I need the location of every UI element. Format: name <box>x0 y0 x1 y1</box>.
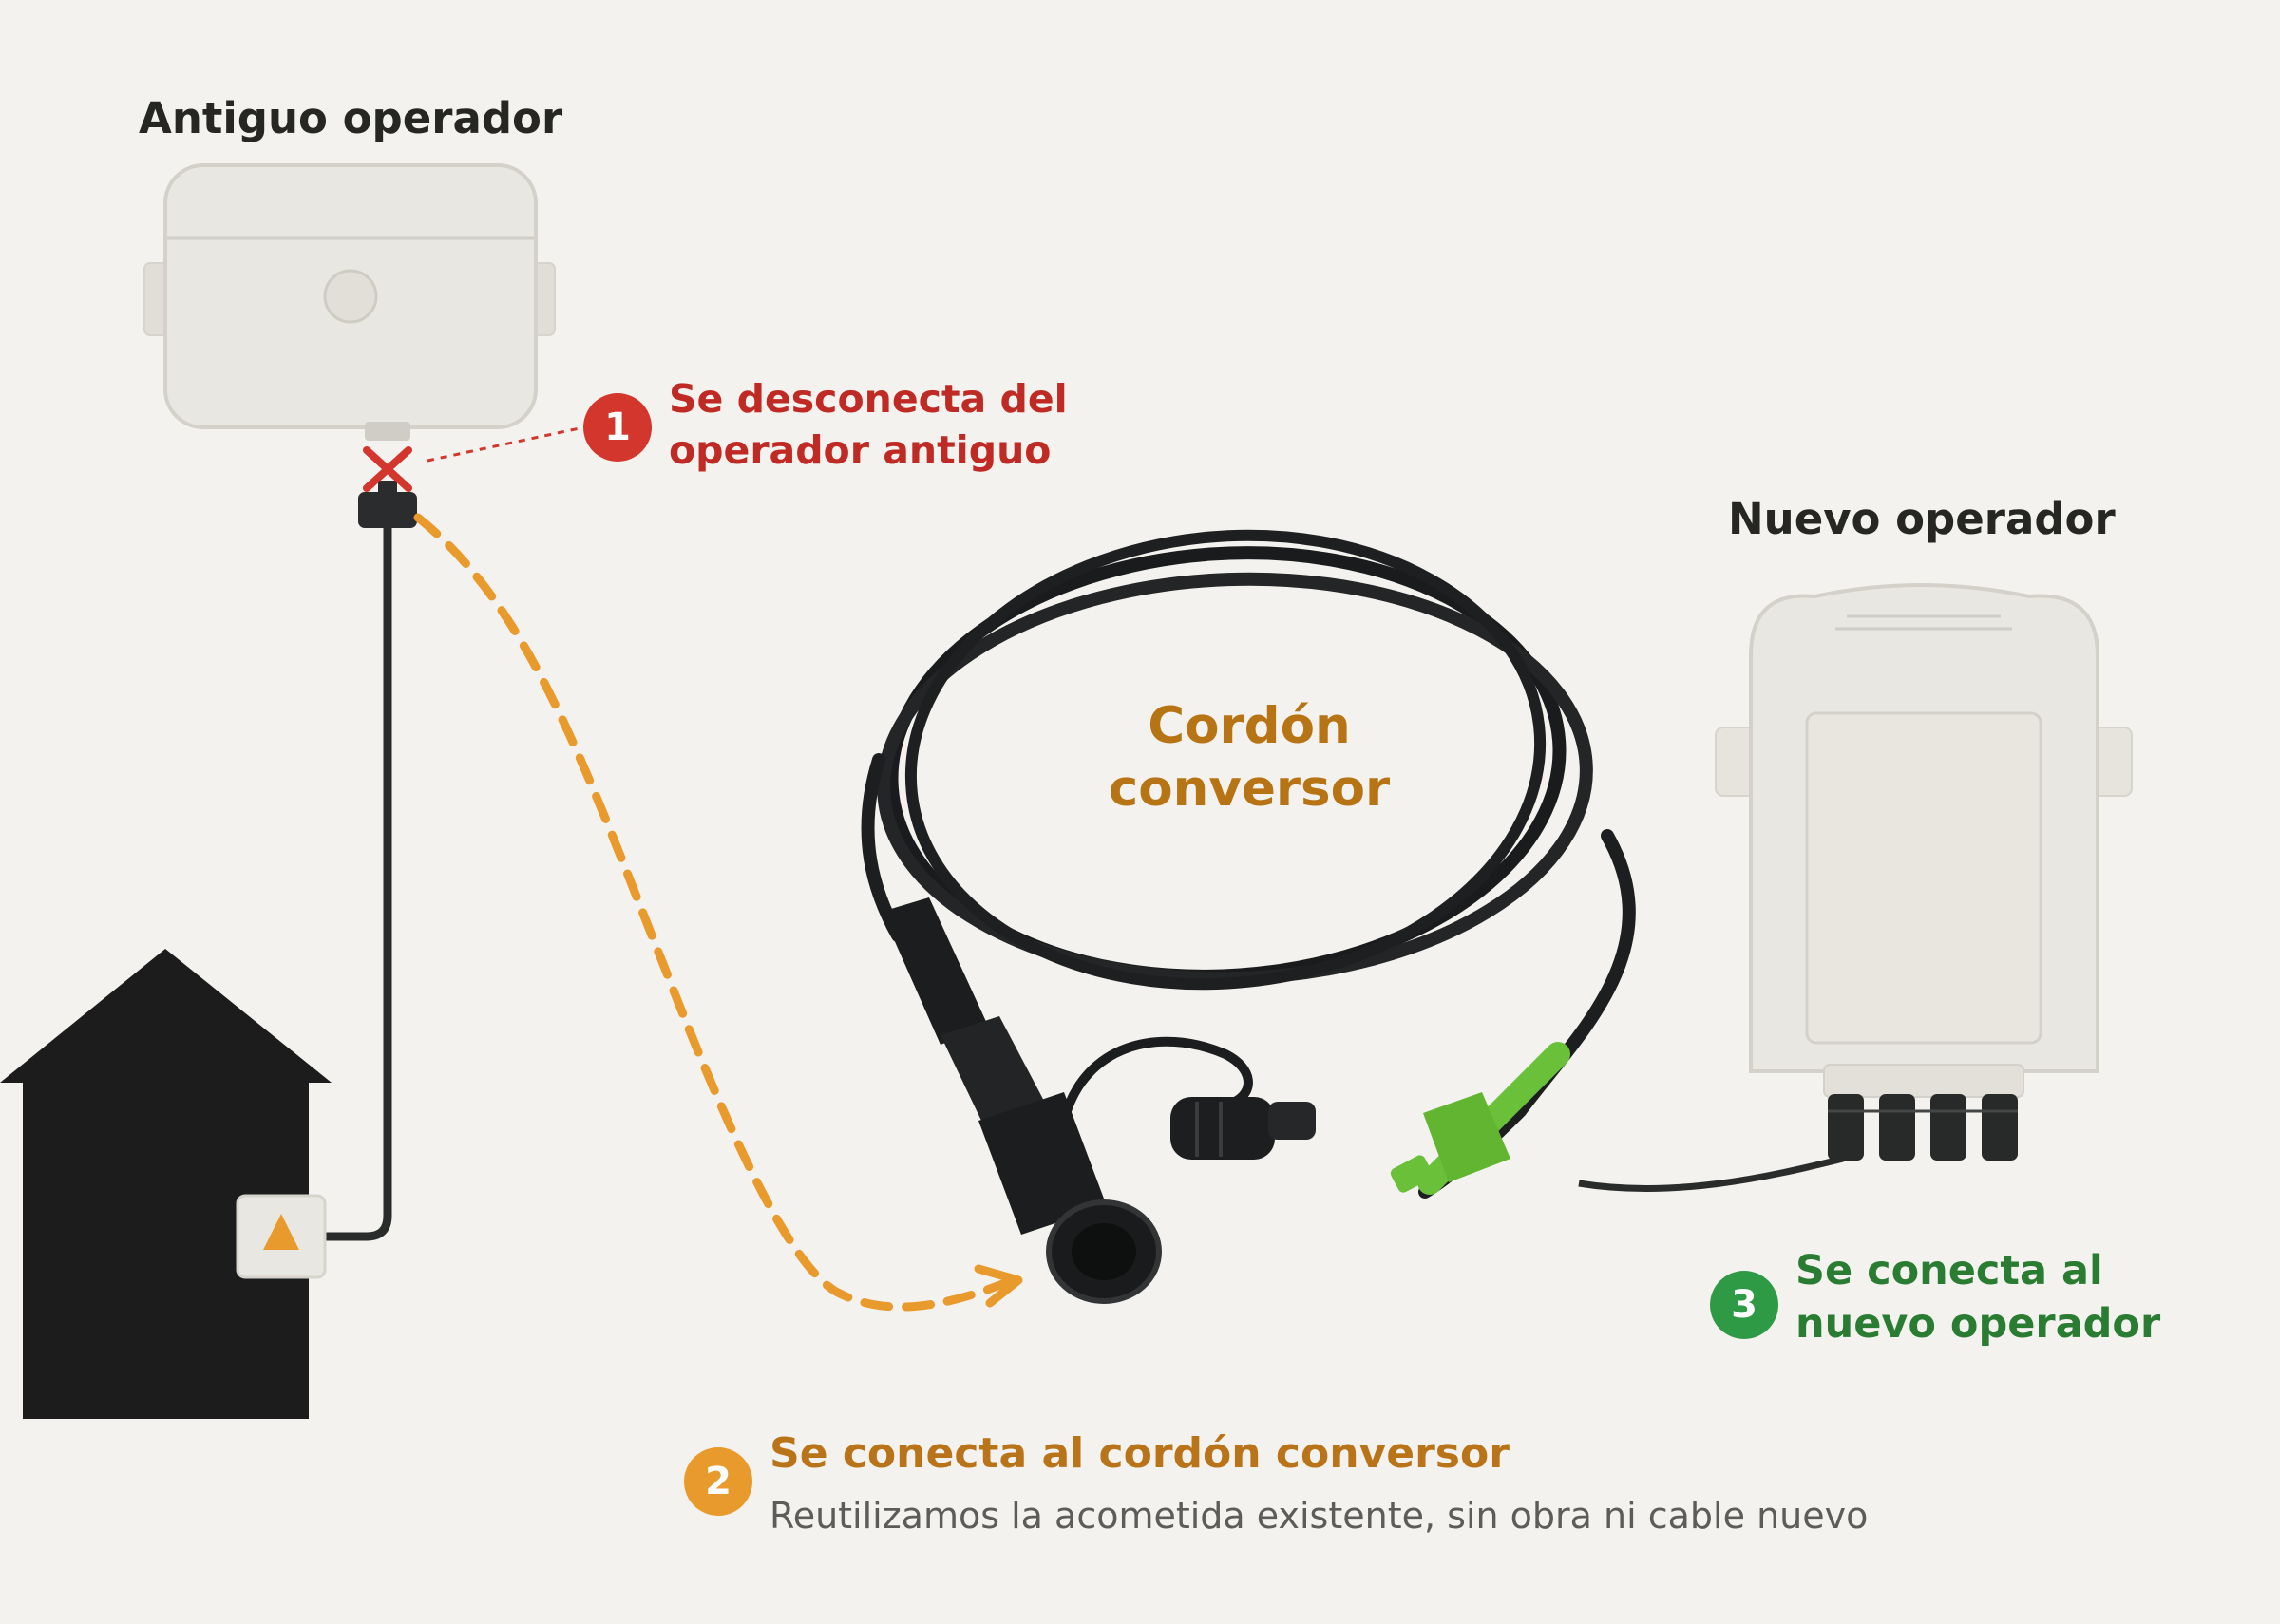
new-operator-ports <box>1828 1094 2018 1161</box>
fiber-connector-icon <box>358 481 417 528</box>
step3-badge: 3 <box>1710 1271 1778 1339</box>
step3-text: Se conecta al nuevo operador <box>1796 1244 2160 1350</box>
step1-badge: 1 <box>583 393 652 462</box>
dust-cap-icon <box>1170 1097 1316 1160</box>
disconnect-x-icon <box>363 446 412 492</box>
old-operator-title: Antiguo operador <box>139 93 563 143</box>
step2-title: Se conecta al cordón conversor <box>770 1429 1510 1478</box>
converter-label-line2: conversor <box>1108 760 1391 818</box>
step1-leader-line <box>427 426 580 463</box>
step1-line1: Se desconecta del <box>669 376 1068 422</box>
step1-line2: operador antiguo <box>669 427 1052 473</box>
new-operator-cable <box>1578 1155 1844 1193</box>
step2-badge: 2 <box>684 1447 752 1516</box>
old-operator-box <box>143 163 556 441</box>
house-icon <box>0 949 332 1419</box>
sc-apc-connector-icon <box>1390 1042 1570 1195</box>
step3-line1: Se conecta al <box>1796 1247 2103 1294</box>
step2-subtitle: Reutilizamos la acometida existente, sin… <box>770 1495 1869 1537</box>
converter-label-line1: Cordón <box>1148 697 1351 755</box>
arrow-head <box>974 1264 1023 1308</box>
step1-text: Se desconecta del operador antiguo <box>669 373 1068 476</box>
new-operator-title: Nuevo operador <box>1728 494 2116 544</box>
hardened-connector-icon <box>882 897 1253 1304</box>
new-operator-box <box>1715 583 2133 1098</box>
wall-socket-icon <box>236 1194 327 1279</box>
step3-line2: nuevo operador <box>1796 1300 2161 1348</box>
converter-label: Cordón conversor <box>1083 695 1416 821</box>
drop-cable <box>318 522 392 1241</box>
reuse-path-arrow <box>413 513 1017 1312</box>
